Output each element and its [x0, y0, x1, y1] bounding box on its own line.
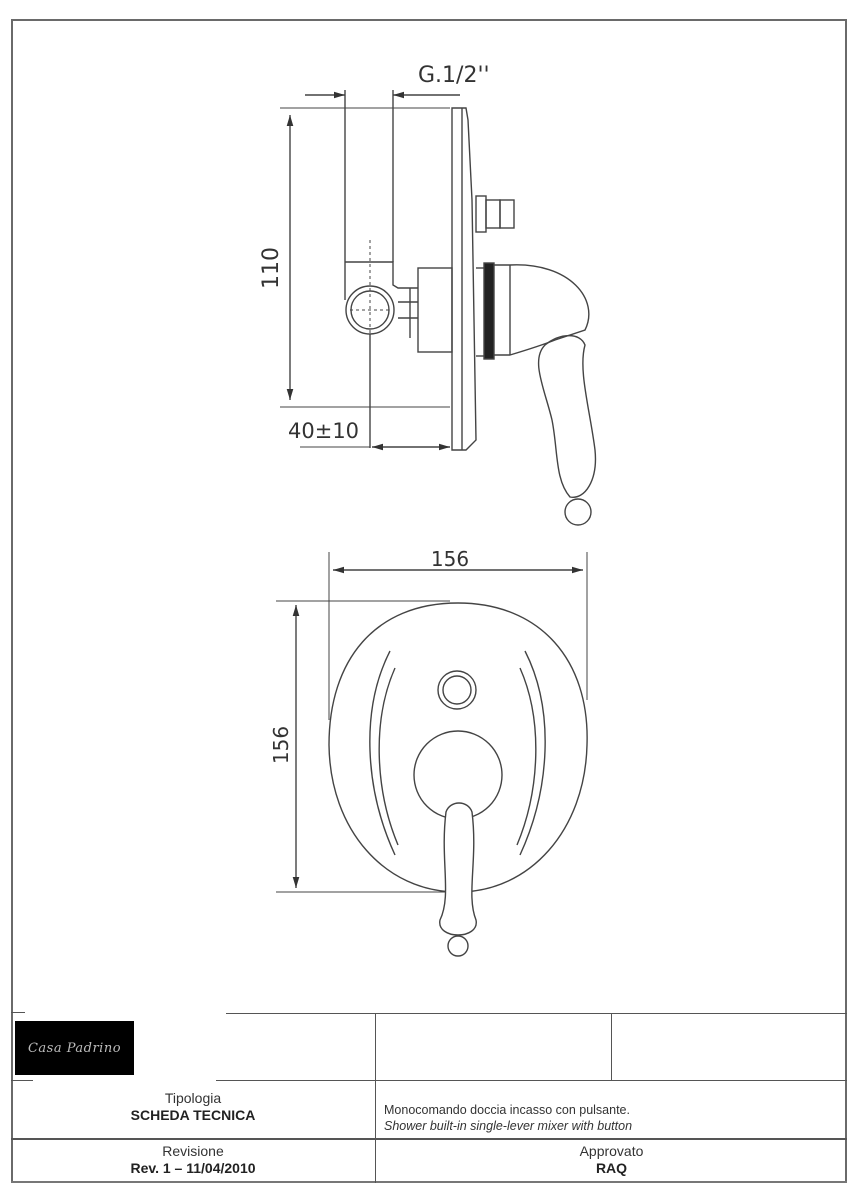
tipologia-label: Tipologia: [164, 1090, 222, 1106]
thread-size-label: G.1/2'': [418, 63, 490, 88]
tb-tick: [11, 1080, 33, 1081]
tb-divider: [11, 1138, 847, 1140]
depth-label: 40±10: [288, 419, 359, 443]
logo-text: Casa Padrino: [27, 1040, 122, 1056]
tipologia-cell: Tipologia SCHEDA TECNICA: [11, 1090, 375, 1124]
drawing-sheet-border: [11, 19, 847, 1183]
tb-divider: [216, 1080, 847, 1081]
tb-vline: [611, 1013, 612, 1081]
product-description: Monocomando doccia incasso con pulsante.…: [384, 1102, 632, 1134]
height-156-label: 156: [269, 726, 293, 764]
revisione-label: Revisione: [162, 1143, 224, 1159]
revisione-cell: Revisione Rev. 1 – 11/04/2010: [11, 1143, 375, 1177]
tb-tick: [11, 1012, 25, 1013]
front-view: [276, 552, 588, 957]
width-156-label: 156: [431, 547, 469, 571]
description-italian: Monocomando doccia incasso con pulsante.: [384, 1103, 630, 1117]
approvato-cell: Approvato RAQ: [376, 1143, 847, 1177]
tipologia-value: SCHEDA TECNICA: [130, 1107, 256, 1123]
side-view: [280, 90, 597, 526]
tb-bottom: [11, 1181, 847, 1183]
approvato-value: RAQ: [595, 1160, 628, 1176]
company-logo: Casa Padrino: [15, 1021, 134, 1075]
tb-vline: [375, 1013, 376, 1183]
revisione-value: Rev. 1 – 11/04/2010: [130, 1160, 256, 1176]
technical-drawing: G.1/2'' 110 40±10 156 156: [259, 63, 597, 957]
height-110-label: 110: [259, 247, 284, 289]
approvato-label: Approvato: [579, 1143, 644, 1159]
description-english: Shower built-in single-lever mixer with …: [384, 1119, 633, 1133]
tb-divider: [226, 1013, 847, 1014]
